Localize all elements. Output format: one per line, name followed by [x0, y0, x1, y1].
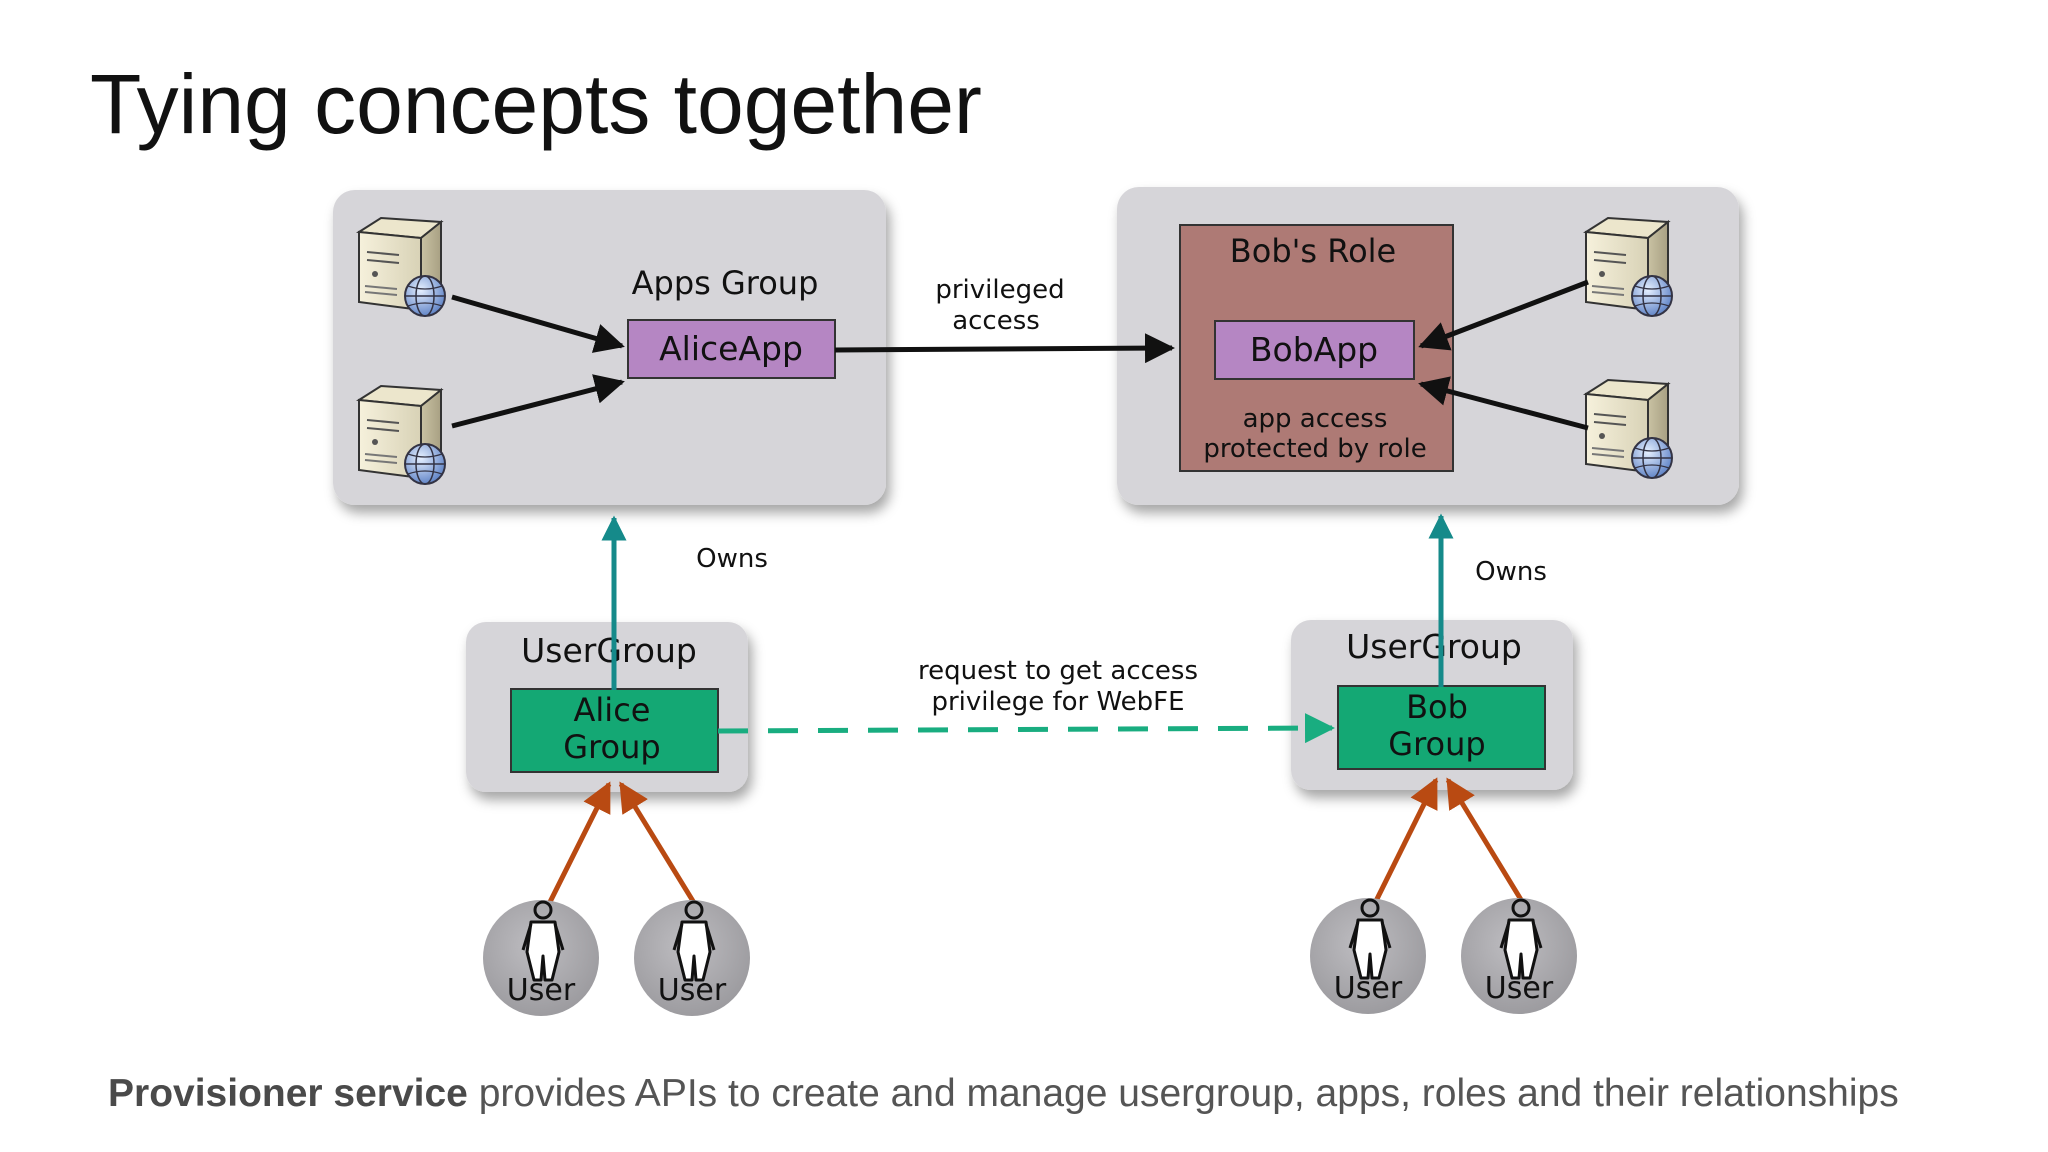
server-icon	[1585, 217, 1673, 317]
user-to-group-arrow	[1372, 777, 1439, 905]
privileged-access-label-line1: privileged	[935, 275, 1064, 305]
bob-group-box: Bob Group	[1337, 685, 1546, 770]
caption-bold: Provisioner service	[108, 1072, 468, 1115]
user-node: User	[634, 900, 750, 1016]
user-node: User	[1461, 898, 1577, 1014]
owns-label-right: Owns	[1475, 557, 1547, 587]
request-access-arrow	[717, 713, 1335, 744]
request-label-line2: privilege for WebFE	[931, 687, 1184, 717]
user-group-left-label: UserGroup	[521, 631, 697, 670]
user-node: User	[483, 900, 599, 1016]
user-group-left: UserGroup Alice Group	[466, 622, 748, 792]
slide-caption: Provisioner service provides APIs to cre…	[108, 1072, 1899, 1116]
alice-app-label: AliceApp	[659, 329, 803, 368]
server-icon	[358, 385, 446, 485]
slide-title: Tying concepts together	[90, 57, 982, 151]
user-to-group-arrow	[545, 781, 612, 908]
apps-group-label: Apps Group	[632, 264, 819, 302]
bob-group-label-line1: Bob	[1406, 688, 1468, 726]
user-to-group-arrow	[1445, 777, 1526, 905]
bob-app-box: BobApp	[1214, 320, 1415, 380]
bob-role-box: Bob's Role BobApp app access protected b…	[1179, 224, 1454, 472]
server-icon	[1585, 379, 1673, 479]
server-to-aliceapp-arrow	[451, 294, 625, 353]
server-icon	[358, 217, 446, 317]
user-label: User	[1485, 971, 1554, 1006]
bob-group-label-line2: Group	[1388, 725, 1485, 763]
server-to-bobapp-arrow	[1418, 376, 1589, 431]
user-label: User	[658, 973, 727, 1008]
privileged-access-label-line2: access	[952, 306, 1040, 336]
apps-group-panel: Apps Group AliceApp	[333, 190, 886, 505]
user-label: User	[1334, 971, 1403, 1006]
caption-rest: provides APIs to create and manage userg…	[467, 1072, 1899, 1115]
request-label-line1: request to get access	[918, 656, 1198, 686]
bob-role-note-line2: protected by role	[1203, 434, 1426, 464]
alice-group-box: Alice Group	[510, 688, 719, 773]
alice-group-label-line2: Group	[563, 728, 660, 766]
user-label: User	[507, 973, 576, 1008]
bob-app-label: BobApp	[1250, 330, 1378, 369]
alice-app-box: AliceApp	[627, 319, 836, 379]
server-to-bobapp-arrow	[1418, 279, 1589, 351]
server-to-aliceapp-arrow	[451, 374, 625, 429]
privileged-access-arrow	[834, 333, 1175, 364]
bob-role-note-line1: app access	[1243, 404, 1388, 434]
user-node: User	[1310, 898, 1426, 1014]
user-group-right: UserGroup Bob Group	[1291, 620, 1573, 790]
alice-group-label-line1: Alice	[574, 691, 651, 729]
user-group-right-label: UserGroup	[1346, 627, 1522, 666]
bob-role-panel: Bob's Role BobApp app access protected b…	[1117, 187, 1739, 505]
bob-role-label: Bob's Role	[1230, 232, 1396, 270]
user-to-group-arrow	[618, 781, 699, 908]
owns-label-left: Owns	[696, 544, 768, 574]
